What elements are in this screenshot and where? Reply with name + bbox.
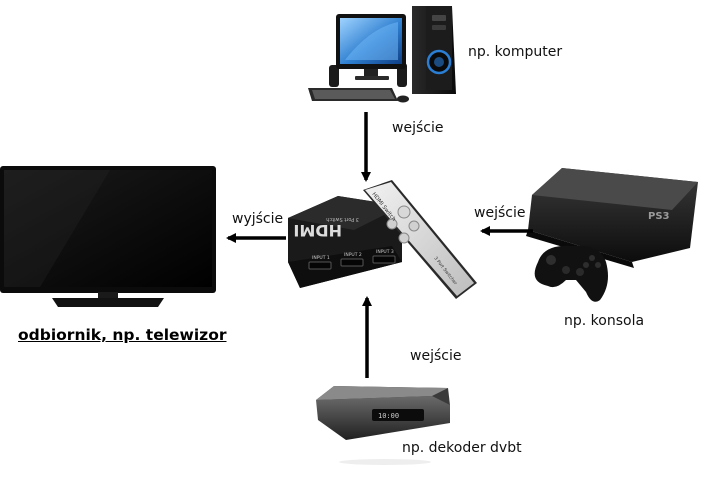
remote-image: HDMI Switch 3 Port Switcher: [363, 180, 477, 299]
output-label: wyjście: [232, 211, 284, 227]
decoder-image: 10:00: [316, 386, 450, 465]
input-label-right: wejście: [474, 205, 526, 221]
decoder-label: np. dekoder dvbt: [402, 440, 522, 456]
computer-image: [308, 6, 456, 103]
port-label-2: INPUT 2: [344, 252, 362, 258]
switch-brand-label: HDMI: [293, 221, 342, 240]
port-label-1: INPUT 1: [312, 255, 330, 261]
controller-image: [534, 245, 608, 302]
console-label: np. konsola: [564, 313, 645, 329]
computer-label: np. komputer: [468, 44, 563, 60]
input-label-bottom: wejście: [410, 348, 462, 364]
hdmi-switch-image: HDMI 3 Port Switch INPUT 1 INPUT 2 INPUT…: [288, 196, 402, 288]
receiver-label: odbiornik, np. telewizor: [18, 326, 227, 344]
tv-image: [0, 166, 216, 307]
input-label-top: wejście: [392, 120, 444, 136]
console-logo-label: PS3: [648, 211, 670, 222]
switch-small-label: 3 Port Switch: [326, 216, 359, 222]
port-label-3: INPUT 3: [376, 249, 394, 255]
decoder-display-label: 10:00: [378, 412, 399, 420]
